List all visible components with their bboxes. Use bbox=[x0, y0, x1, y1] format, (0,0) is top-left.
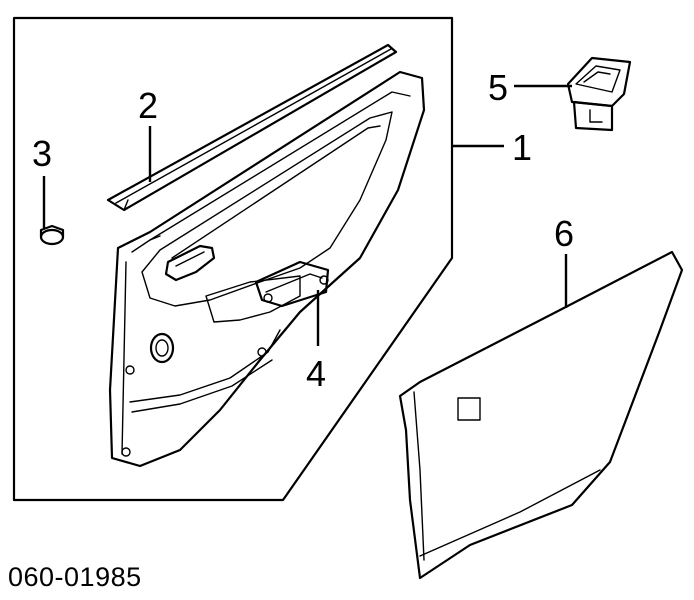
trim-clip bbox=[39, 224, 65, 246]
door-trim-panel bbox=[108, 70, 426, 468]
door-liner bbox=[398, 250, 684, 580]
liner-access-hole bbox=[457, 397, 481, 421]
callout-1: 1 bbox=[512, 127, 532, 168]
callout-4: 4 bbox=[306, 353, 326, 394]
speaker-grille bbox=[149, 332, 175, 364]
assembly-frame bbox=[12, 16, 454, 502]
callout-2: 2 bbox=[138, 85, 158, 126]
trim-clip-hole bbox=[125, 365, 135, 375]
power-window-switch bbox=[566, 56, 632, 132]
trim-clip-hole bbox=[121, 447, 131, 457]
door-handle-bezel bbox=[254, 260, 330, 308]
callout-3: 3 bbox=[32, 133, 52, 174]
door-pull-recess bbox=[164, 244, 216, 282]
callout-6: 6 bbox=[554, 213, 574, 254]
trim-clip-hole bbox=[257, 347, 267, 357]
weatherstrip-moulding bbox=[106, 43, 398, 212]
reference-number: 060-01985 bbox=[8, 562, 142, 592]
callout-5: 5 bbox=[488, 67, 508, 108]
